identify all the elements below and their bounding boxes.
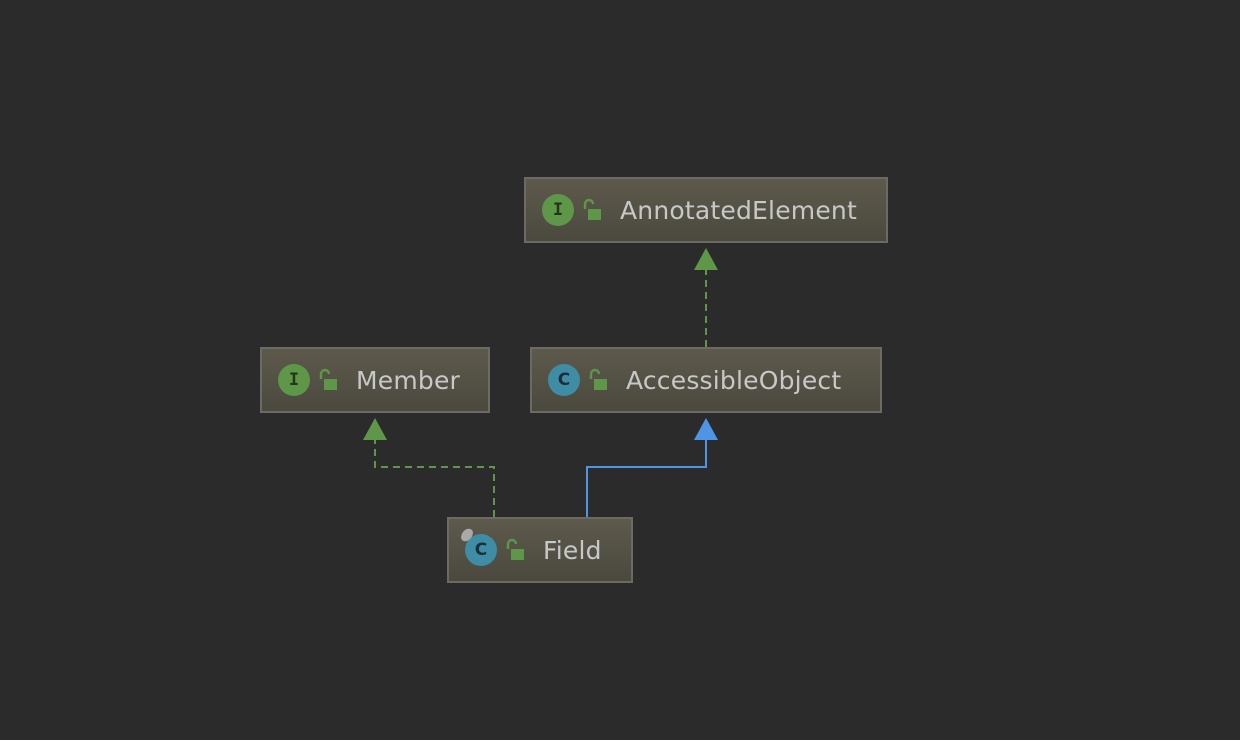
edge-field-extends-accessibleobject <box>586 418 718 517</box>
edge-accessibleobject-implements-annotatedelement <box>694 248 718 347</box>
node-field[interactable]: C Field <box>447 517 633 583</box>
final-class-icon: C <box>458 526 497 566</box>
node-name: Field <box>543 535 602 565</box>
final-pin-icon <box>458 526 476 544</box>
node-member[interactable]: I Member <box>260 347 490 413</box>
class-icon: C <box>548 364 580 396</box>
interface-icon: I <box>278 364 310 396</box>
unlocked-lock-icon <box>506 538 524 560</box>
extends-arrowhead <box>694 418 718 440</box>
node-name: AnnotatedElement <box>620 195 857 225</box>
unlocked-lock-icon <box>319 368 337 390</box>
class-badge-letter: C <box>474 540 488 560</box>
unlocked-lock-icon <box>583 198 601 220</box>
node-accessibleobject[interactable]: C AccessibleObject <box>530 347 882 413</box>
node-name: Member <box>356 365 461 395</box>
edge-field-implements-member <box>363 418 495 517</box>
interface-badge-letter: I <box>552 200 564 220</box>
interface-icon: I <box>542 194 574 226</box>
node-name: AccessibleObject <box>626 365 842 395</box>
implements-arrowhead <box>363 418 387 440</box>
node-annotatedelement[interactable]: I AnnotatedElement <box>524 177 888 243</box>
implements-arrowhead <box>694 248 718 270</box>
class-badge-letter: C <box>557 370 571 390</box>
interface-badge-letter: I <box>288 370 300 390</box>
unlocked-lock-icon <box>589 368 607 390</box>
